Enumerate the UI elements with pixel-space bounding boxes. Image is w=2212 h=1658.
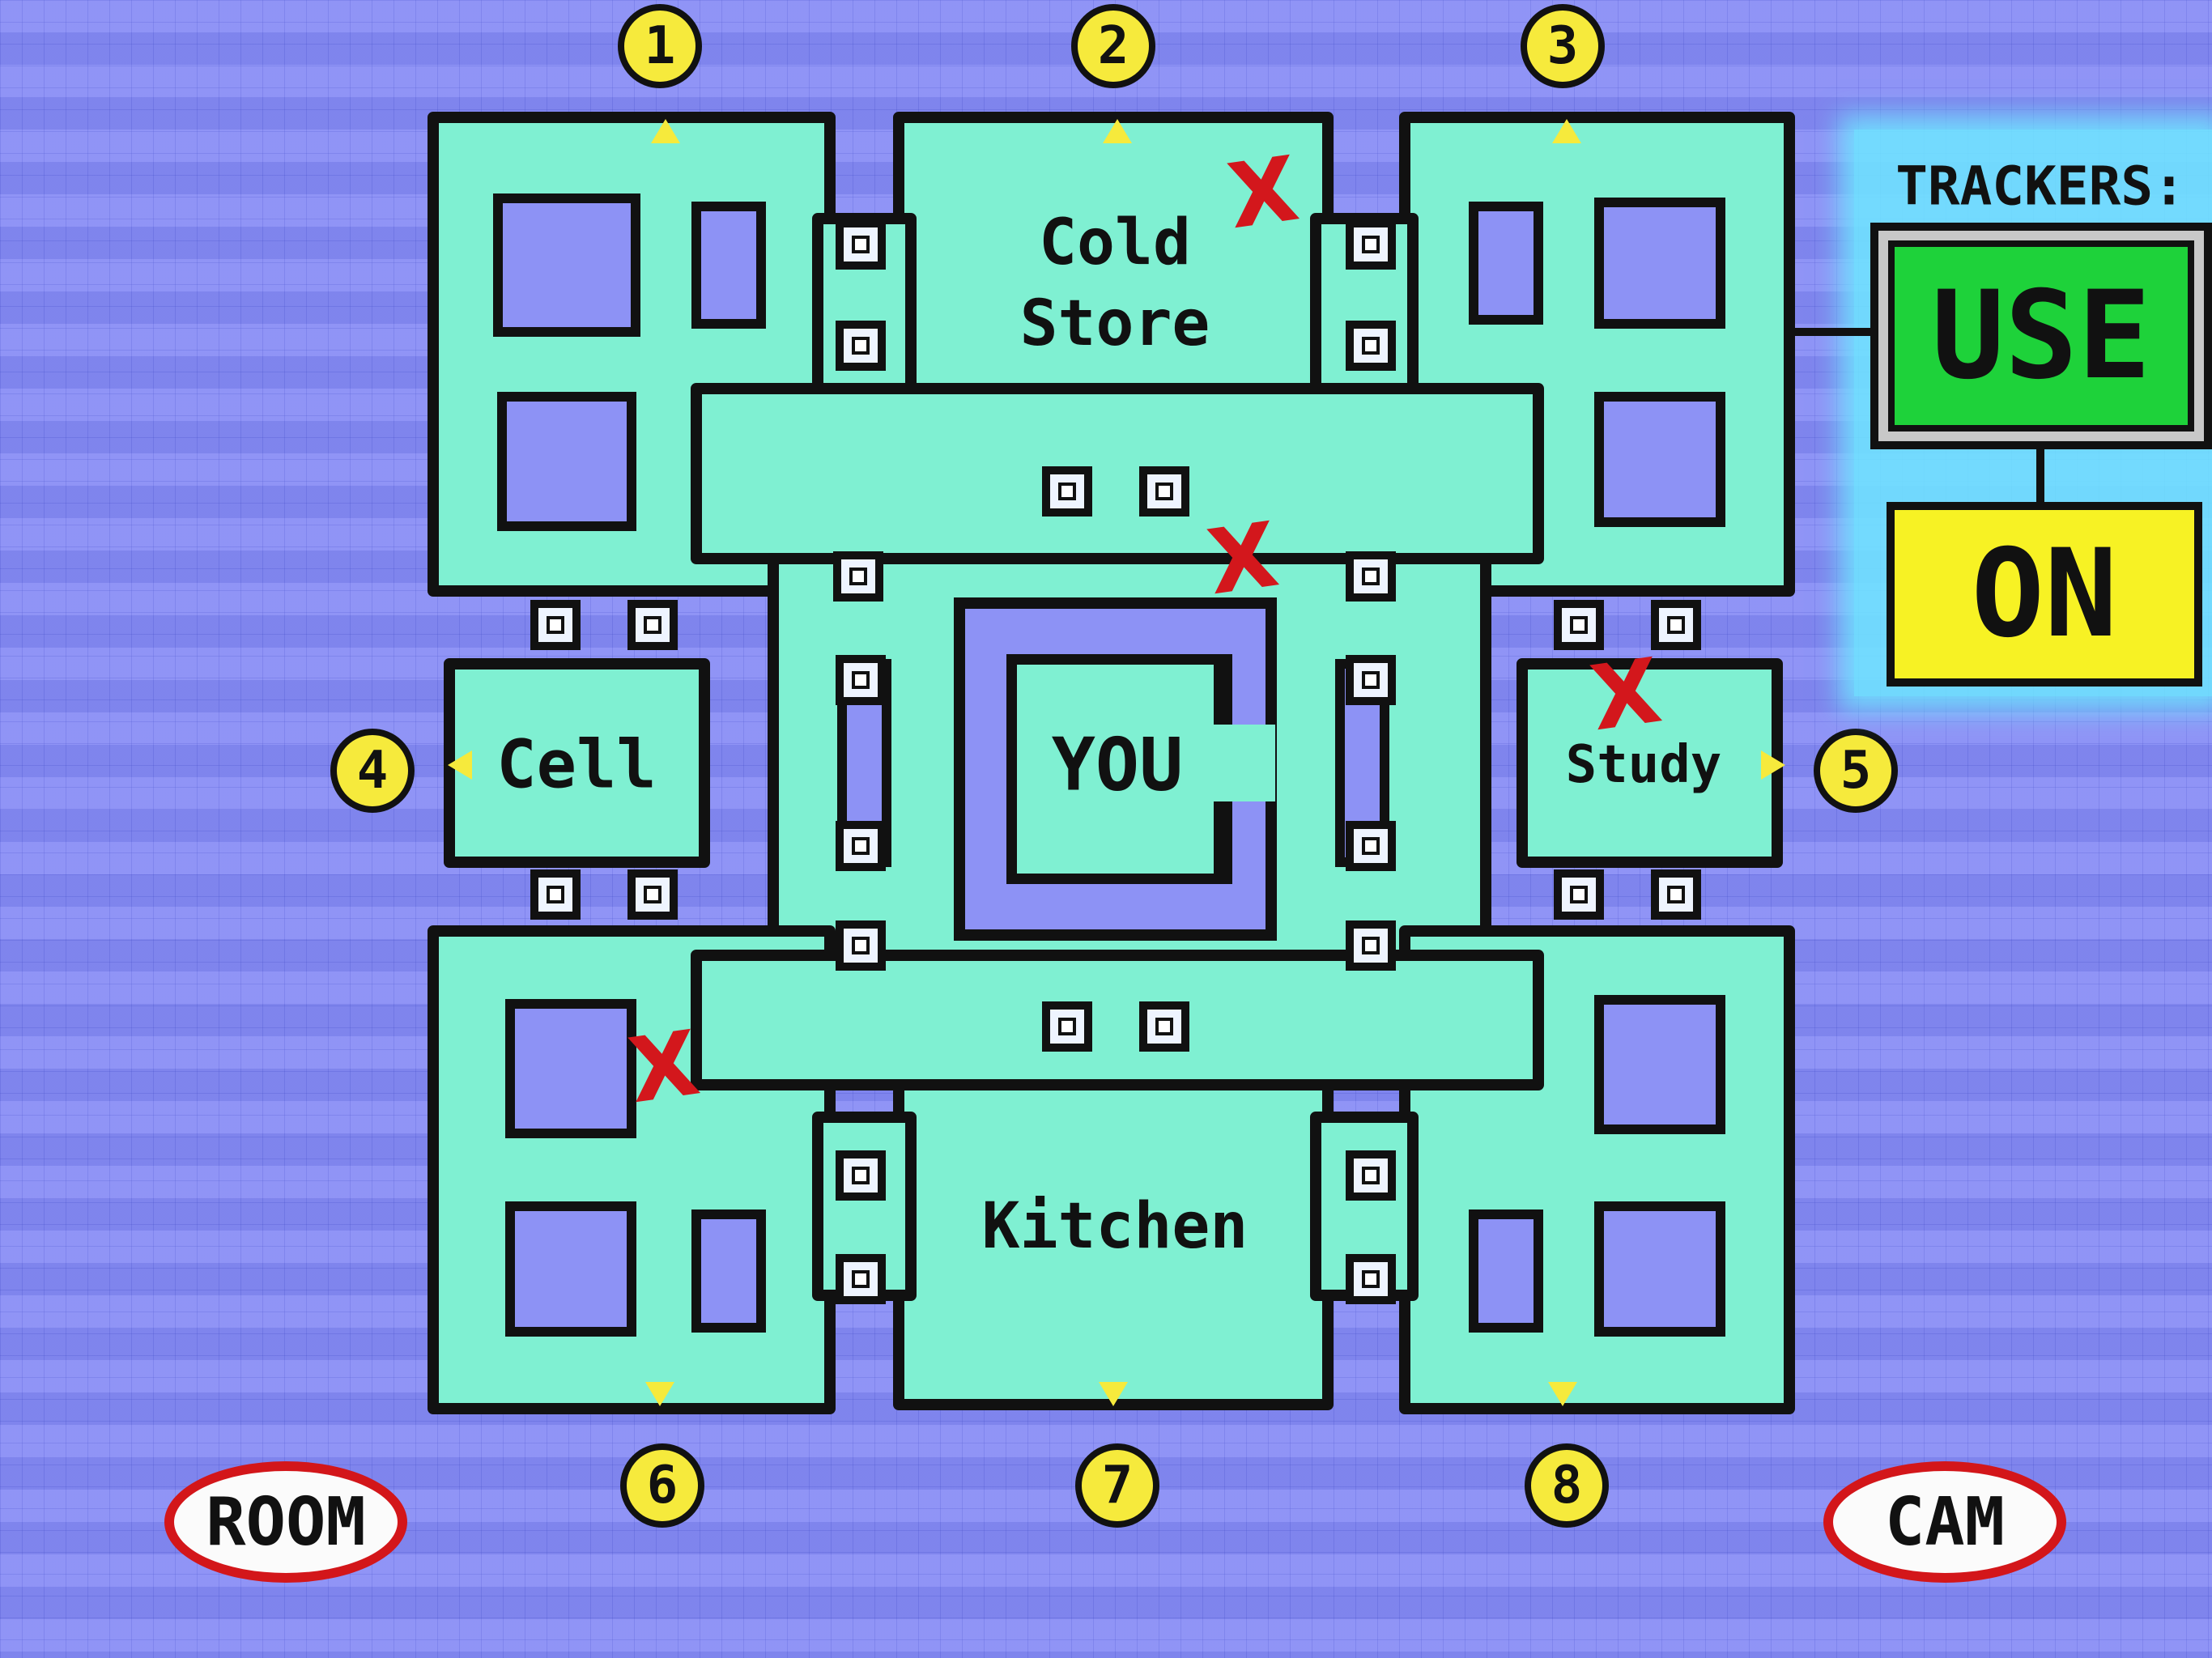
map-wall-block <box>1594 392 1725 527</box>
camera-arrow-icon <box>1548 1382 1577 1406</box>
door[interactable] <box>1346 1150 1396 1201</box>
room-button[interactable]: ROOM <box>164 1461 407 1583</box>
door[interactable] <box>836 1150 886 1201</box>
door[interactable] <box>1651 869 1701 920</box>
room-label-study: Study <box>1565 735 1722 795</box>
map-wall-block <box>691 202 766 329</box>
camera-arrow-icon <box>645 1382 674 1406</box>
enemy-marker-x: X <box>1222 136 1304 249</box>
trackers-title: TRACKERS: <box>1895 155 2185 218</box>
enemy-marker-x: X <box>623 1010 705 1124</box>
door[interactable] <box>836 1254 886 1304</box>
map-wall-block <box>505 999 636 1138</box>
cam-button[interactable]: CAM <box>1823 1461 2066 1583</box>
tracker-connector-line <box>2036 449 2044 506</box>
door[interactable] <box>836 821 886 871</box>
room-label-cell: Cell <box>496 726 657 804</box>
map-room-cell <box>444 658 710 868</box>
door[interactable] <box>836 219 886 270</box>
door[interactable] <box>1346 821 1396 871</box>
trackers-use-label: USE <box>1888 240 2194 432</box>
map-you-room-gap <box>1210 725 1275 801</box>
door[interactable] <box>836 321 886 371</box>
door[interactable] <box>1139 466 1189 517</box>
map-wall-block <box>691 1209 766 1333</box>
door[interactable] <box>1042 1001 1092 1052</box>
camera-arrow-icon <box>1552 119 1581 143</box>
door[interactable] <box>1042 466 1092 517</box>
map-corridor <box>691 383 1544 564</box>
room-label-you: YOU <box>1051 722 1184 808</box>
enemy-marker-x: X <box>1202 502 1284 615</box>
door[interactable] <box>1346 219 1396 270</box>
door[interactable] <box>1554 869 1604 920</box>
enemy-marker-x: X <box>1585 638 1667 751</box>
map-room-study <box>1516 658 1783 868</box>
camera-button-4[interactable]: 4 <box>330 729 415 813</box>
door[interactable] <box>627 869 678 920</box>
camera-button-6[interactable]: 6 <box>620 1443 704 1528</box>
room-label-cold-store: Cold Store <box>1019 206 1210 360</box>
tracker-connector-line <box>1789 328 1878 336</box>
map-wall-block <box>493 193 640 337</box>
door[interactable] <box>627 600 678 650</box>
door[interactable] <box>833 551 883 602</box>
map-wall-block <box>1594 1201 1725 1337</box>
door[interactable] <box>1346 321 1396 371</box>
map-wall-block <box>1594 198 1725 329</box>
camera-arrow-icon <box>448 750 472 780</box>
camera-button-8[interactable]: 8 <box>1525 1443 1609 1528</box>
camera-button-2[interactable]: 2 <box>1071 4 1155 88</box>
map-corridor <box>691 950 1544 1090</box>
camera-button-1[interactable]: 1 <box>618 4 702 88</box>
door[interactable] <box>1554 600 1604 650</box>
door[interactable] <box>1346 655 1396 705</box>
map-wall-block <box>1594 995 1725 1134</box>
door[interactable] <box>1651 600 1701 650</box>
camera-button-7[interactable]: 7 <box>1075 1443 1159 1528</box>
map-wall-block <box>1469 1209 1543 1333</box>
camera-arrow-icon <box>1103 119 1132 143</box>
camera-button-3[interactable]: 3 <box>1521 4 1605 88</box>
door[interactable] <box>1139 1001 1189 1052</box>
room-label-kitchen: Kitchen <box>981 1190 1249 1263</box>
camera-arrow-icon <box>651 119 680 143</box>
camera-button-5[interactable]: 5 <box>1814 729 1898 813</box>
trackers-on-toggle[interactable]: ON <box>1887 502 2202 687</box>
door[interactable] <box>836 655 886 705</box>
trackers-use-button[interactable]: USE <box>1870 223 2212 449</box>
map-wall-block <box>497 392 636 531</box>
door[interactable] <box>1346 551 1396 602</box>
camera-arrow-icon <box>1099 1382 1128 1406</box>
door[interactable] <box>1346 1254 1396 1304</box>
map-wall-block <box>1469 202 1543 325</box>
door[interactable] <box>530 600 581 650</box>
map-wall-block <box>505 1201 636 1337</box>
door[interactable] <box>836 920 886 971</box>
camera-arrow-icon <box>1761 750 1785 780</box>
door[interactable] <box>1346 920 1396 971</box>
door[interactable] <box>530 869 581 920</box>
